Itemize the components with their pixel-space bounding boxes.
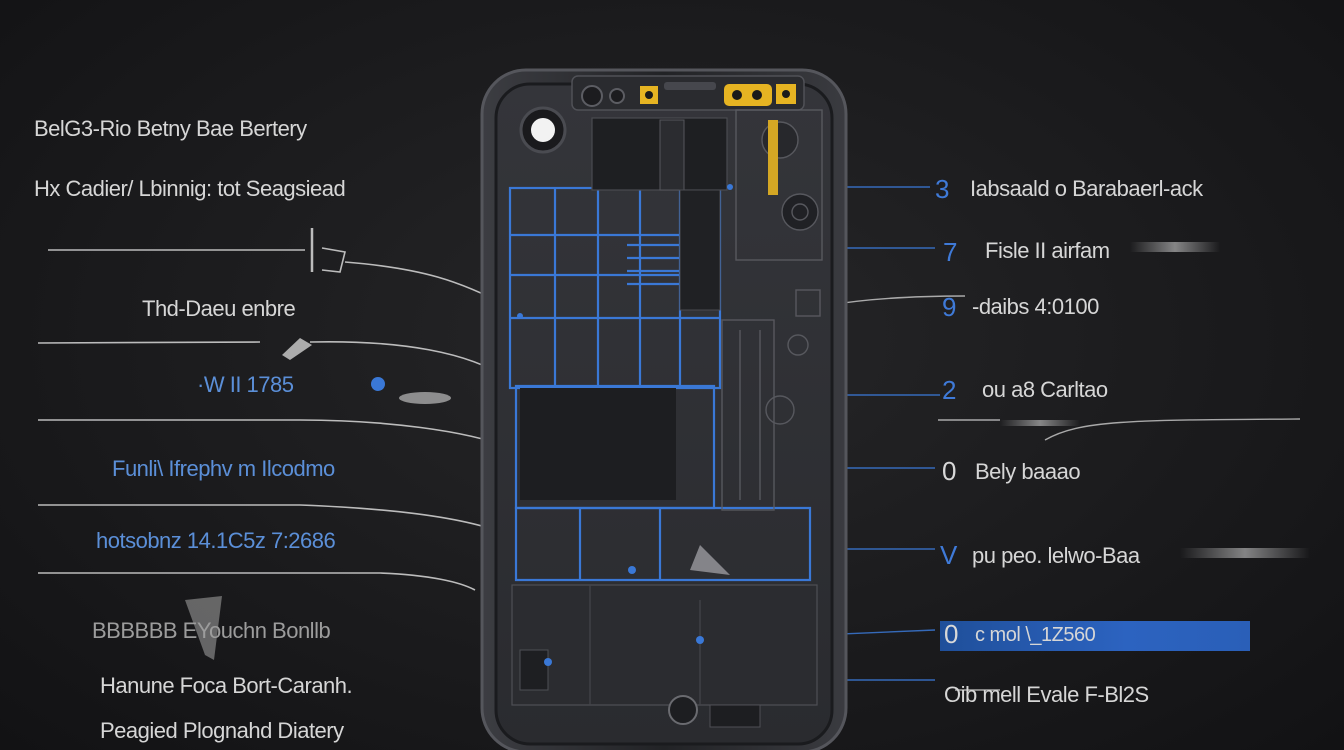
phone (480, 68, 848, 750)
label-2: Hx Cadier/ Lbinnig: tot Seagsiead (34, 176, 346, 201)
light-streak (1130, 242, 1220, 252)
highlight-bar (940, 621, 1250, 651)
callout-number-3: 9 (942, 292, 957, 322)
light-streak (1000, 420, 1080, 426)
callout-text-1: Iabsaald o Barabaerl-ack (970, 176, 1203, 201)
left-lens-flares (185, 338, 451, 660)
label-4: ·W II 1785 (197, 372, 294, 397)
callout-number-4: 2 (942, 375, 957, 405)
callout-text-7: c mol \_1Z560 (975, 624, 1096, 646)
label-1: BelG3-Rio Betny Bae Bertery (34, 116, 307, 141)
callout-text-4: ou a8 Carltao (982, 377, 1108, 402)
callout-number-7: 0 (944, 619, 959, 649)
callout-text-2: Fisle II airfam (985, 238, 1110, 263)
label-3: Thd-Daeu enbre (142, 296, 296, 321)
light-streak (1180, 548, 1310, 558)
callout-number-5: 0 (942, 456, 957, 486)
callout-number-1: 3 (935, 174, 950, 204)
label-7: BBBBBB EYouchn Bonllb (92, 618, 331, 643)
callout-text-6: pu peo. lelwo-Baa (972, 543, 1140, 568)
callout-number-6: V (940, 540, 958, 570)
label-8: Hanune Foca Bort-Caranh. (100, 673, 353, 698)
label-9: Peagied Plognahd Diatery (100, 718, 344, 743)
label-5: Funli\ Ifrephv m Ilcodmo (112, 456, 335, 481)
callout-text-3: -daibs 4:0100 (972, 294, 1099, 319)
label-6: hotsobnz 14.1C5z 7:2686 (96, 528, 336, 553)
callout-text-5: Bely baaao (975, 459, 1081, 484)
left-leader-lines (37, 228, 516, 591)
callout-text-8: Oib mell Evale F-Bl2S (944, 682, 1149, 707)
callout-number-2: 7 (943, 237, 958, 267)
